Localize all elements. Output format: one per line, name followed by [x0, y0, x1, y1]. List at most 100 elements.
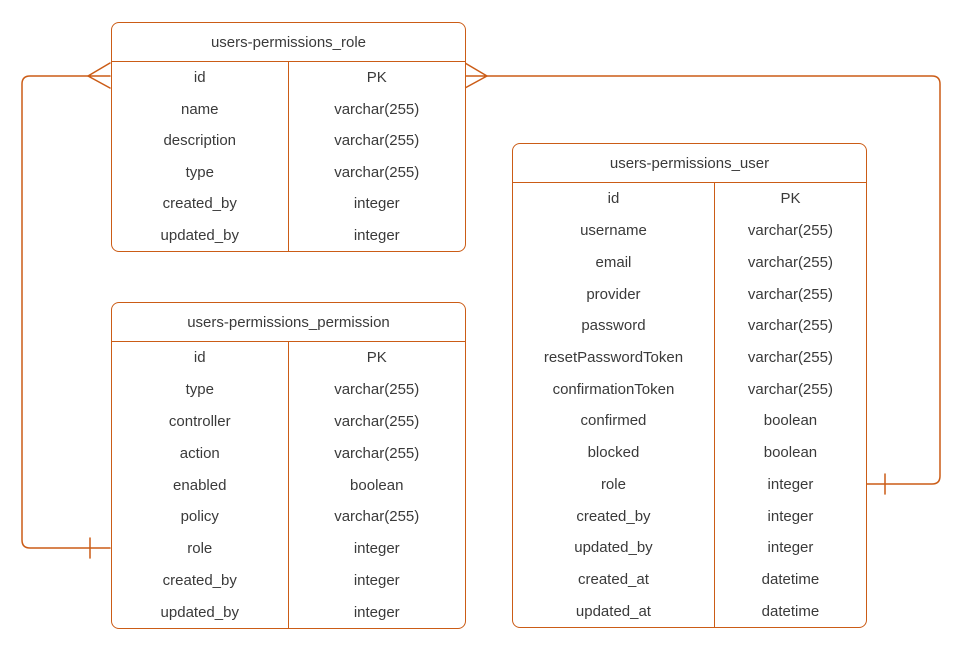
table-row: role integer: [112, 532, 465, 565]
field-type-cell: integer: [767, 507, 814, 525]
table-row: role integer: [513, 468, 866, 501]
table-row: updated_by integer: [112, 219, 465, 251]
table-row: description varchar(255): [112, 125, 465, 157]
field-type-cell: PK: [366, 349, 387, 367]
field-name-cell: blocked: [513, 436, 715, 469]
field-name-cell: type: [112, 156, 289, 188]
field-type-cell: varchar(255): [747, 222, 833, 240]
table-row: id PK: [112, 62, 465, 94]
field-type-cell: varchar(255): [747, 317, 833, 335]
field-name-cell: updated_at: [513, 595, 715, 628]
table-row: action varchar(255): [112, 437, 465, 470]
field-name-cell: id: [513, 183, 715, 215]
table-row: resetPasswordToken varchar(255): [513, 341, 866, 374]
table-row: confirmationToken varchar(255): [513, 373, 866, 406]
field-type-cell: varchar(255): [334, 132, 420, 150]
field-type-cell: integer: [353, 540, 400, 558]
field-type-cell: varchar(255): [334, 412, 420, 430]
table-row: created_at datetime: [513, 563, 866, 596]
field-name-cell: confirmationToken: [513, 373, 715, 406]
field-type-cell: varchar(255): [334, 508, 420, 526]
connector-line[interactable]: [486, 75, 941, 485]
table-row: controller varchar(255): [112, 405, 465, 438]
field-type-cell: integer: [767, 475, 814, 493]
field-name-cell: name: [112, 93, 289, 125]
table-row: username varchar(255): [513, 214, 866, 247]
table-row: email varchar(255): [513, 246, 866, 279]
field-type-cell: varchar(255): [747, 380, 833, 398]
entity-rows: id PK name varchar(255) description varc…: [112, 62, 465, 251]
entity-rows: id PK type varchar(255) controller varch…: [112, 342, 465, 629]
field-name-cell: email: [513, 246, 715, 279]
crow-foot-many-icon: [87, 62, 111, 89]
field-name-cell: provider: [513, 278, 715, 310]
field-name-cell: type: [112, 373, 289, 406]
field-name-cell: id: [112, 342, 289, 374]
field-name-cell: resetPasswordToken: [513, 341, 715, 374]
field-type-cell: varchar(255): [334, 444, 420, 462]
entity-title: users-permissions_role: [112, 23, 465, 62]
field-name-cell: updated_by: [112, 219, 289, 251]
field-type-cell: varchar(255): [334, 163, 420, 181]
table-row: updated_at datetime: [513, 595, 866, 628]
connector-line[interactable]: [21, 75, 111, 549]
table-row: provider varchar(255): [513, 278, 866, 310]
field-type-cell: varchar(255): [747, 253, 833, 271]
entity-title: users-permissions_user: [513, 144, 866, 183]
table-row: enabled boolean: [112, 469, 465, 501]
field-name-cell: created_by: [112, 564, 289, 597]
field-name-cell: role: [112, 532, 289, 565]
entity-table-users-permissions-permission[interactable]: users-permissions_permission id PK type …: [111, 302, 466, 629]
table-row: policy varchar(255): [112, 500, 465, 533]
field-type-cell: PK: [780, 190, 801, 208]
table-row: name varchar(255): [112, 93, 465, 125]
field-type-cell: integer: [767, 539, 814, 557]
relationship-role-user[interactable]: [464, 62, 941, 495]
relationship-role-permission[interactable]: [21, 62, 111, 559]
entity-rows: id PK username varchar(255) email varcha…: [513, 183, 866, 628]
field-type-cell: integer: [353, 603, 400, 621]
table-row: created_by integer: [513, 500, 866, 532]
field-type-cell: integer: [353, 195, 400, 213]
field-name-cell: username: [513, 214, 715, 247]
table-row: blocked boolean: [513, 436, 866, 469]
field-name-cell: updated_by: [513, 531, 715, 564]
field-type-cell: integer: [353, 226, 400, 244]
field-type-cell: varchar(255): [334, 381, 420, 399]
field-name-cell: confirmed: [513, 405, 715, 437]
field-name-cell: action: [112, 437, 289, 470]
field-name-cell: id: [112, 62, 289, 94]
field-type-cell: PK: [366, 69, 387, 87]
table-row: created_by integer: [112, 188, 465, 220]
field-type-cell: boolean: [763, 412, 818, 430]
field-name-cell: controller: [112, 405, 289, 438]
entity-table-users-permissions-role[interactable]: users-permissions_role id PK name varcha…: [111, 22, 466, 252]
table-row: created_by integer: [112, 564, 465, 597]
field-type-cell: integer: [353, 571, 400, 589]
table-row: type varchar(255): [112, 373, 465, 406]
table-row: confirmed boolean: [513, 405, 866, 437]
table-row: updated_by integer: [513, 531, 866, 564]
field-type-cell: varchar(255): [334, 100, 420, 118]
crow-foot-many-icon: [464, 62, 488, 89]
table-row: id PK: [112, 342, 465, 374]
field-name-cell: password: [513, 309, 715, 342]
entity-title: users-permissions_permission: [112, 303, 465, 342]
table-row: updated_by integer: [112, 596, 465, 629]
field-name-cell: policy: [112, 500, 289, 533]
table-row: password varchar(255): [513, 309, 866, 342]
field-type-cell: boolean: [350, 476, 404, 494]
field-name-cell: created_by: [513, 500, 715, 532]
field-name-cell: created_at: [513, 563, 715, 596]
table-row: type varchar(255): [112, 156, 465, 188]
field-type-cell: datetime: [761, 570, 820, 588]
field-type-cell: varchar(255): [747, 285, 833, 303]
field-type-cell: boolean: [763, 444, 818, 462]
field-type-cell: datetime: [761, 602, 820, 620]
field-type-cell: varchar(255): [747, 348, 833, 366]
field-name-cell: role: [513, 468, 715, 501]
table-row: id PK: [513, 183, 866, 215]
entity-table-users-permissions-user[interactable]: users-permissions_user id PK username va…: [512, 143, 867, 628]
